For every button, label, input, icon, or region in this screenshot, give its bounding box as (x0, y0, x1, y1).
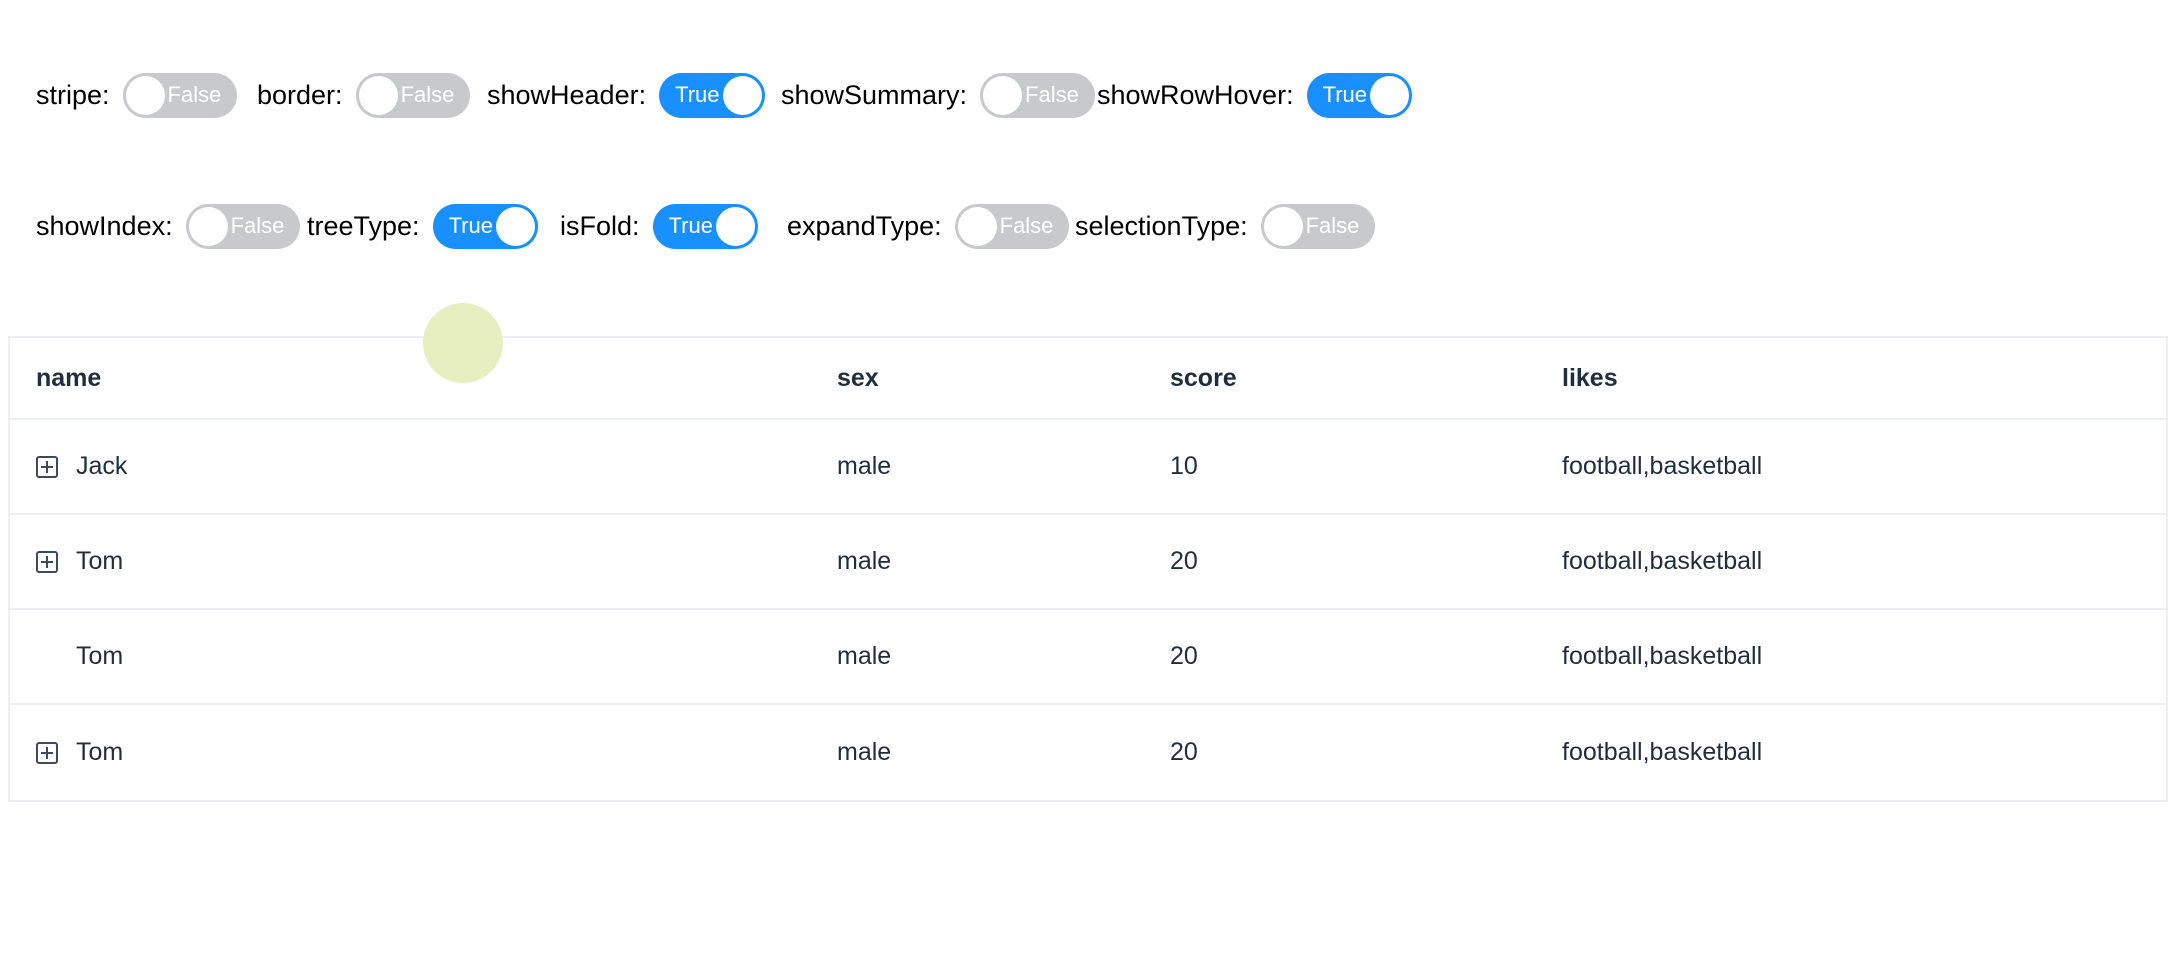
cell-sex: male (837, 740, 892, 765)
toggle-value-text: True (448, 213, 493, 238)
cell-name: Tom (10, 549, 837, 574)
toggle-value-text: False (230, 213, 285, 238)
toggle-value-text: True (1322, 82, 1367, 107)
cell-score: 10 (1170, 454, 1198, 479)
toggle-switch-showrowhover[interactable]: True (1306, 72, 1412, 118)
table-row[interactable]: Tom male 20 football,basketball (10, 705, 2166, 800)
cell-likes: football,basketball (1562, 740, 1763, 765)
control-field-isfold: isFold: True (560, 196, 758, 256)
control-label: treeType: (307, 210, 420, 241)
control-field-showheader: showHeader: True (487, 65, 765, 125)
control-label: showRowHover: (1097, 79, 1294, 110)
control-label: isFold: (560, 210, 640, 241)
control-label: selectionType: (1075, 210, 1248, 241)
toggle-switch-showsummary[interactable]: False (980, 72, 1095, 118)
toggle-knob-icon (1263, 206, 1303, 246)
column-header-likes[interactable]: likes (1562, 365, 1618, 391)
toggle-knob-icon (715, 206, 755, 246)
toggle-switch-treetype[interactable]: True (432, 203, 538, 249)
control-label: expandType: (787, 210, 942, 241)
toggle-knob-icon (722, 75, 762, 115)
toggle-value-text: False (1025, 82, 1079, 107)
control-field-expandtype: expandType: False (787, 196, 1070, 256)
expand-plus-icon[interactable] (36, 741, 58, 764)
toggle-switch-expandtype[interactable]: False (954, 203, 1070, 249)
toggle-knob-icon (125, 75, 165, 115)
toggle-knob-icon (983, 75, 1023, 115)
cell-text-name: Jack (76, 454, 128, 479)
toggle-knob-icon (957, 206, 997, 246)
table-header-row: name sex score likes (10, 338, 2166, 420)
control-field-showindex: showIndex: False (36, 196, 301, 256)
table-row[interactable]: Tom male 20 football,basketball (10, 515, 2166, 610)
control-field-showrowhover: showRowHover: True (1097, 65, 1412, 125)
cell-likes: football,basketball (1562, 644, 1763, 669)
toggle-switch-stripe[interactable]: False (122, 72, 238, 118)
toggle-switch-selectiontype[interactable]: False (1260, 203, 1376, 249)
control-label: stripe: (36, 79, 110, 110)
toggle-value-text: False (400, 82, 455, 107)
toggle-switch-showheader[interactable]: True (659, 72, 765, 118)
expand-plus-icon[interactable] (36, 455, 58, 478)
table-row[interactable]: Tom male 20 football,basketball (10, 610, 2166, 705)
toggle-value-text: False (1305, 213, 1360, 238)
toggle-knob-icon (1370, 75, 1409, 115)
cell-name: Tom (10, 644, 837, 669)
cell-text-name: Tom (76, 644, 124, 669)
toggle-switch-border[interactable]: False (355, 72, 471, 118)
cell-likes: football,basketball (1562, 549, 1763, 574)
cell-text-name: Tom (76, 740, 124, 765)
column-header-sex[interactable]: sex (837, 365, 879, 391)
column-header-score[interactable]: score (1170, 365, 1237, 391)
control-field-selectiontype: selectionType: False (1075, 196, 1376, 256)
toggle-value-text: False (167, 82, 222, 107)
cell-sex: male (837, 644, 892, 669)
cell-name: Jack (10, 454, 837, 479)
expand-plus-icon[interactable] (36, 550, 58, 573)
column-header-name[interactable]: name (36, 365, 102, 391)
toggle-switch-isfold[interactable]: True (652, 203, 758, 249)
data-table: name sex score likes Jack male 10 football,bas… (8, 336, 2168, 802)
cell-score: 20 (1170, 549, 1198, 574)
toggle-value-text: True (668, 213, 713, 238)
control-field-stripe: stripe: False (36, 65, 238, 125)
cell-sex: male (837, 549, 892, 574)
control-label: border: (257, 79, 343, 110)
control-label: showHeader: (487, 79, 647, 110)
cell-sex: male (837, 454, 892, 479)
toggle-value-text: False (999, 213, 1054, 238)
control-label: showIndex: (36, 210, 173, 241)
control-label: showSummary: (781, 79, 968, 110)
control-field-border: border: False (257, 65, 471, 125)
cell-likes: football,basketball (1562, 454, 1763, 479)
toggle-switch-showindex[interactable]: False (185, 203, 301, 249)
toggle-knob-icon (358, 75, 398, 115)
table-row[interactable]: Jack male 10 football,basketball (10, 420, 2166, 515)
cell-name: Tom (10, 740, 837, 765)
control-row-2: showIndex: False treeType: True isFold: True e… (0, 196, 2180, 256)
control-field-treetype: treeType: True (307, 196, 538, 256)
cell-score: 20 (1170, 740, 1198, 765)
cell-score: 20 (1170, 644, 1198, 669)
control-field-showsummary: showSummary: False (781, 65, 1095, 125)
cell-text-name: Tom (76, 549, 124, 574)
toggle-knob-icon (495, 206, 535, 246)
toggle-value-text: True (675, 82, 720, 107)
toggle-knob-icon (188, 206, 228, 246)
